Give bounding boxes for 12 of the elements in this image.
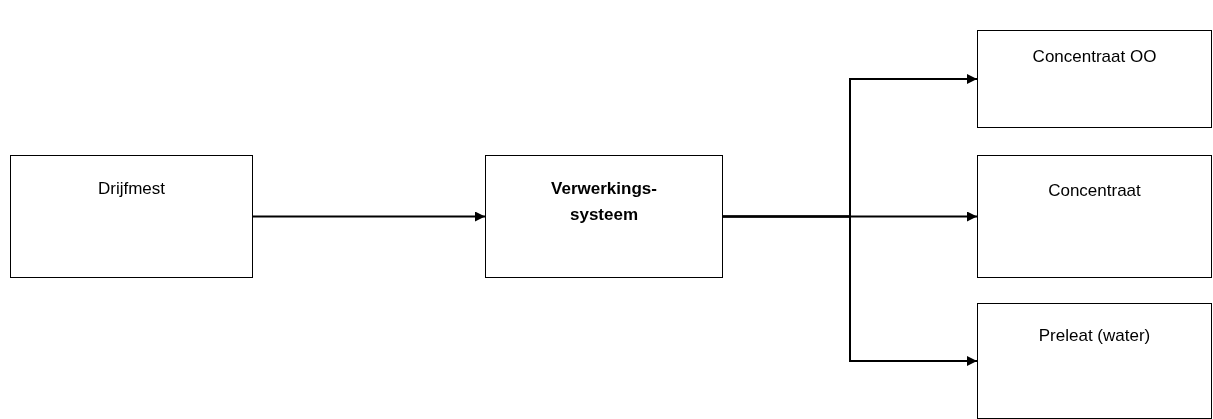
process-box bbox=[485, 155, 723, 278]
box-label: Verwerkings- systeem bbox=[550, 178, 658, 226]
process-box bbox=[10, 155, 253, 278]
arrow bbox=[722, 215, 978, 366]
process-box bbox=[977, 30, 1212, 128]
box-label: Concentraat OO bbox=[1031, 46, 1158, 68]
process-box bbox=[977, 303, 1212, 419]
process-box bbox=[977, 155, 1212, 278]
box-label: Preleat (water) bbox=[1037, 325, 1152, 347]
arrow bbox=[252, 211, 486, 222]
box-label: Concentraat bbox=[1047, 180, 1142, 202]
box-label: Drijfmest bbox=[96, 178, 167, 200]
